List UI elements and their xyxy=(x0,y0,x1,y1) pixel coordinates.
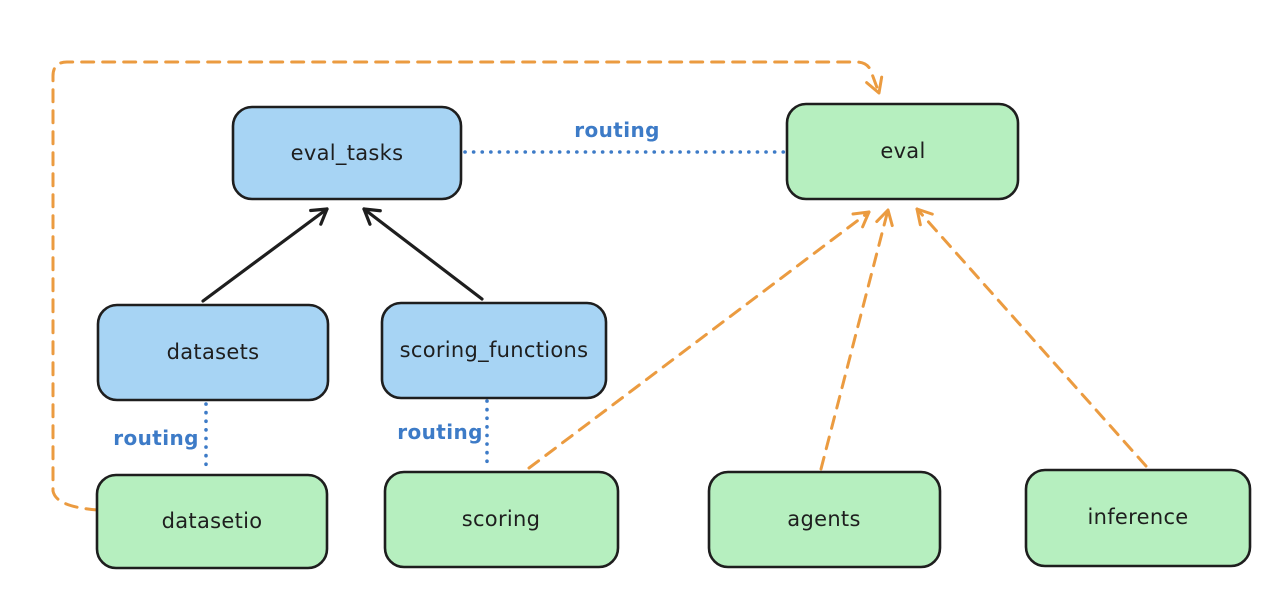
node-scoring-functions[interactable]: scoring_functions xyxy=(380,301,608,400)
node-agents-box[interactable] xyxy=(707,470,942,569)
node-scoring-functions-label: scoring_functions xyxy=(400,338,589,363)
edge-agents-to-eval xyxy=(819,208,894,471)
edge-datasets-to-eval-tasks xyxy=(201,207,329,303)
routing-label-top: routing xyxy=(574,118,660,142)
node-datasets[interactable]: datasets xyxy=(96,303,330,402)
node-agents-label: agents xyxy=(787,507,860,531)
node-eval-label: eval xyxy=(880,139,925,163)
node-datasets-box[interactable] xyxy=(96,303,330,402)
node-eval-tasks-box[interactable] xyxy=(231,105,463,201)
node-eval-box[interactable] xyxy=(785,102,1020,201)
node-scoring-label: scoring xyxy=(462,507,541,531)
node-datasetio-label: datasetio xyxy=(162,509,263,533)
node-eval-tasks[interactable]: eval_tasks xyxy=(231,105,463,201)
node-datasets-label: datasets xyxy=(167,340,260,364)
node-inference-box[interactable] xyxy=(1024,468,1252,568)
routing-label-datasets: routing xyxy=(113,426,199,450)
node-scoring-box[interactable] xyxy=(383,470,620,569)
node-inference-label: inference xyxy=(1087,505,1188,529)
edge-inference-to-eval xyxy=(915,207,1148,468)
edge-scoring-to-eval xyxy=(527,210,871,470)
routing-label-scoring-functions: routing xyxy=(397,420,483,444)
edge-datasetio-to-eval xyxy=(51,60,884,512)
node-eval[interactable]: eval xyxy=(785,102,1020,201)
node-scoring[interactable]: scoring xyxy=(383,470,620,569)
node-agents[interactable]: agents xyxy=(707,470,942,569)
edge-scoring-functions-to-eval-tasks xyxy=(362,207,484,301)
node-eval-tasks-label: eval_tasks xyxy=(291,141,404,166)
node-datasetio-box[interactable] xyxy=(95,473,329,570)
edge-layer xyxy=(51,60,1148,512)
node-inference[interactable]: inference xyxy=(1024,468,1252,568)
node-scoring-functions-box[interactable] xyxy=(380,301,608,400)
edge-label-layer: routing routing routing xyxy=(113,118,660,450)
node-layer: eval_tasks eval datasets scoring_functio… xyxy=(95,102,1252,570)
node-datasetio[interactable]: datasetio xyxy=(95,473,329,570)
